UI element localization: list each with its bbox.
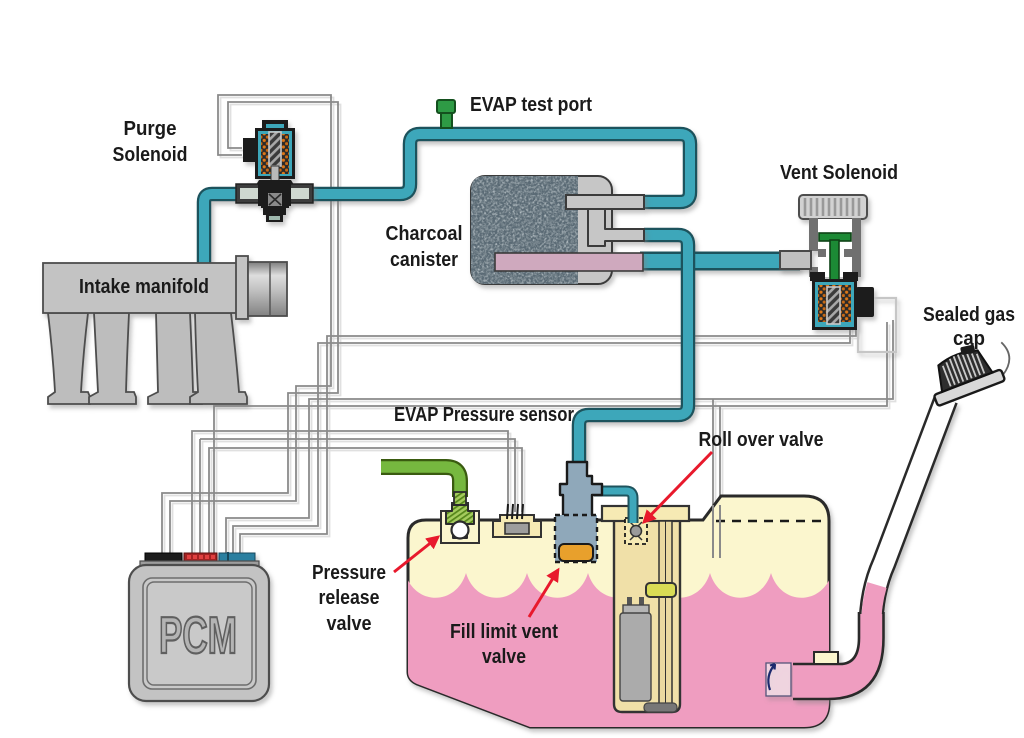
svg-text:Sealed gas: Sealed gas <box>923 304 1015 326</box>
svg-text:release: release <box>319 587 380 609</box>
svg-text:Charcoal: Charcoal <box>386 223 463 245</box>
svg-text:valve: valve <box>482 646 526 668</box>
svg-text:PCM: PCM <box>159 607 237 665</box>
svg-text:EVAP Pressure sensor: EVAP Pressure sensor <box>394 404 574 426</box>
svg-text:cap: cap <box>953 328 985 350</box>
svg-text:EVAP test port: EVAP test port <box>470 94 592 116</box>
svg-text:canister: canister <box>390 249 458 271</box>
svg-text:Roll over valve: Roll over valve <box>699 429 824 451</box>
svg-text:Purge: Purge <box>124 118 177 140</box>
svg-text:Solenoid: Solenoid <box>113 144 188 166</box>
svg-text:Fill limit vent: Fill limit vent <box>450 621 558 643</box>
svg-text:Intake manifold: Intake manifold <box>79 276 209 298</box>
svg-text:Vent Solenoid: Vent Solenoid <box>780 162 898 184</box>
svg-text:valve: valve <box>327 613 372 635</box>
svg-text:Pressure: Pressure <box>312 562 386 584</box>
